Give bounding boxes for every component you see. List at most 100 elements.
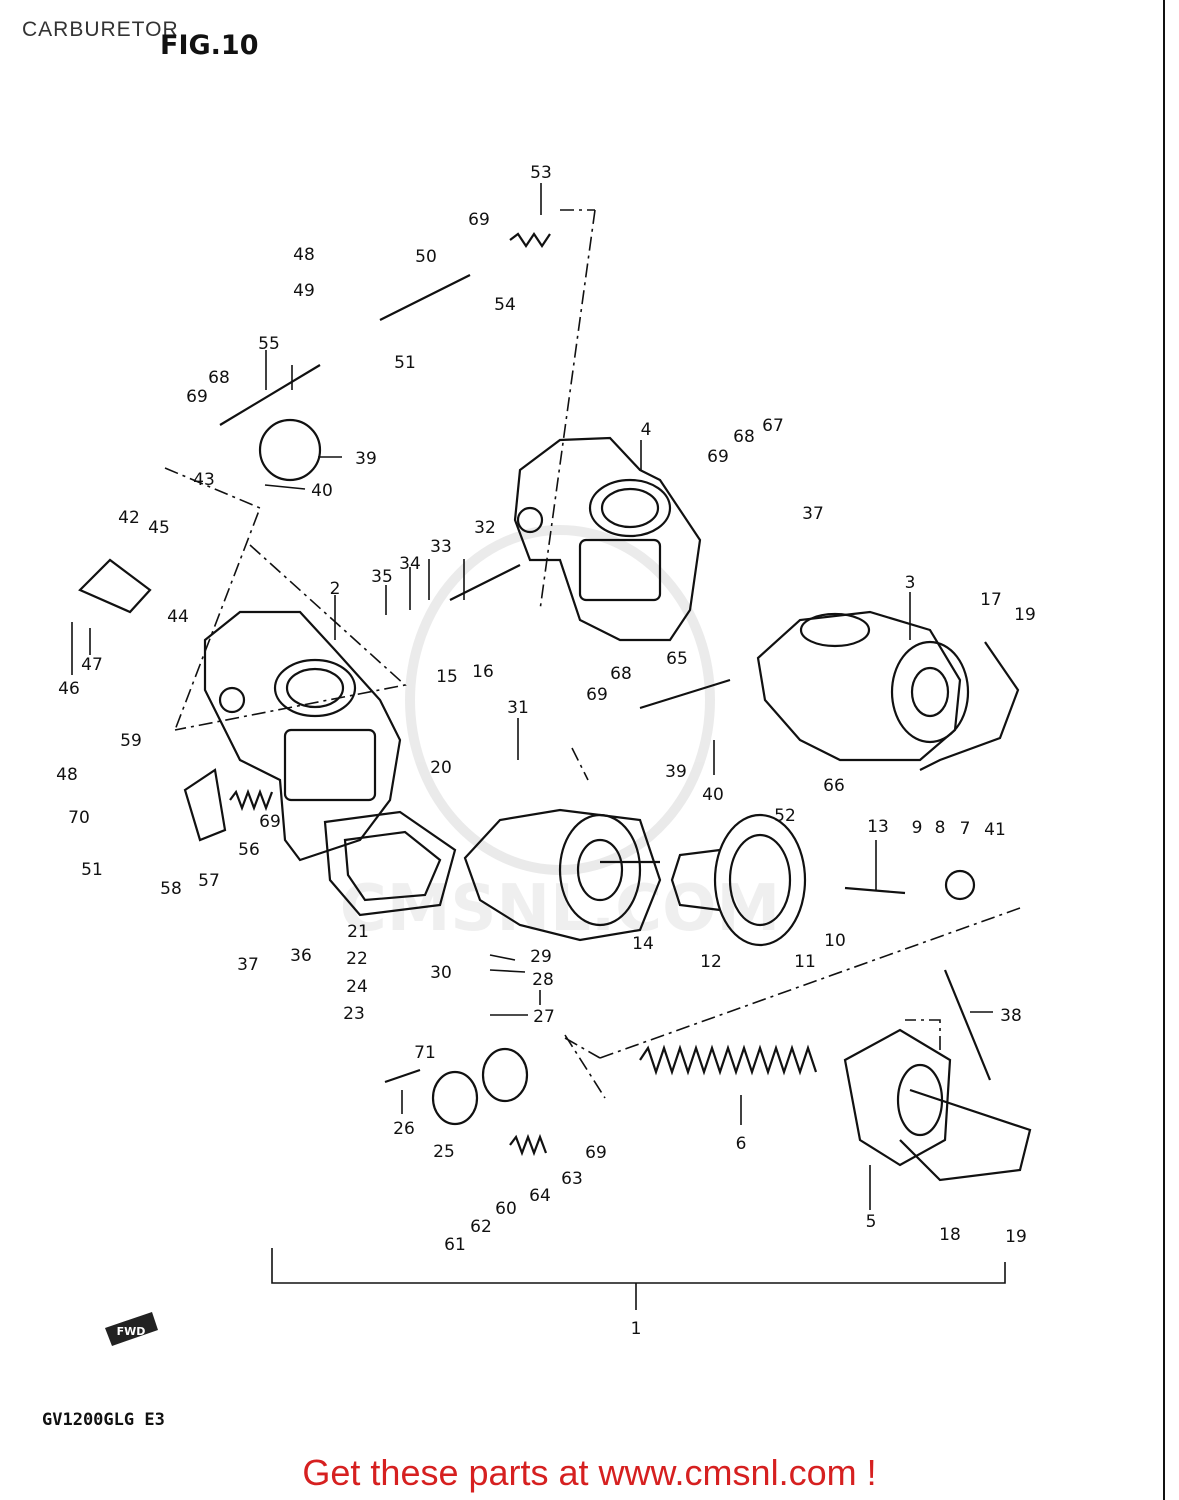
part-callout-10: 10 xyxy=(824,931,846,951)
float-chamber-cover xyxy=(323,810,457,917)
part-callout-4: 4 xyxy=(641,420,652,440)
part-callout-39: 39 xyxy=(355,449,377,469)
part-callout-25: 25 xyxy=(433,1142,455,1162)
part-callout-67: 67 xyxy=(762,416,784,436)
assembly-outline-lines xyxy=(164,209,1021,1099)
part-callout-38: 38 xyxy=(1000,1006,1022,1026)
part-callout-12: 12 xyxy=(700,952,722,972)
part-callout-69: 69 xyxy=(707,447,729,467)
part-callout-5: 5 xyxy=(866,1212,877,1232)
part-callout-1: 1 xyxy=(631,1319,642,1339)
part-callout-2: 2 xyxy=(330,579,341,599)
part-callout-37: 37 xyxy=(802,504,824,524)
part-callout-36: 36 xyxy=(290,946,312,966)
part-callout-19: 19 xyxy=(1005,1227,1027,1247)
part-callout-46: 46 xyxy=(58,679,80,699)
part-callout-6: 6 xyxy=(736,1134,747,1154)
part-callout-8: 8 xyxy=(935,818,946,838)
footer-link-text[interactable]: Get these parts at www.cmsnl.com ! xyxy=(302,1452,877,1493)
part-callout-7: 7 xyxy=(960,819,971,839)
page-title: CARBURETOR xyxy=(22,18,179,41)
part-callout-27: 27 xyxy=(533,1007,555,1027)
part-callout-70: 70 xyxy=(68,808,90,828)
part-callout-49: 49 xyxy=(293,281,315,301)
part-callout-39: 39 xyxy=(665,762,687,782)
part-callout-69: 69 xyxy=(468,210,490,230)
part-callout-61: 61 xyxy=(444,1235,466,1255)
part-callout-29: 29 xyxy=(530,947,552,967)
part-callout-48: 48 xyxy=(293,245,315,265)
part-callout-62: 62 xyxy=(470,1217,492,1237)
assembly-bracket xyxy=(271,1248,1006,1310)
part-callout-55: 55 xyxy=(258,334,280,354)
part-callout-53: 53 xyxy=(530,163,552,183)
piston-diaphragm xyxy=(670,813,807,947)
float-25 xyxy=(431,1047,529,1126)
spring-6 xyxy=(639,1044,818,1076)
part-callout-37: 37 xyxy=(237,955,259,975)
part-callout-68: 68 xyxy=(733,427,755,447)
part-callout-32: 32 xyxy=(474,518,496,538)
fwd-arrow-icon: FWD xyxy=(105,1312,158,1346)
bracket-17 xyxy=(919,641,1020,771)
part-callout-17: 17 xyxy=(980,590,1002,610)
part-callout-45: 45 xyxy=(148,518,170,538)
part-callout-3: 3 xyxy=(905,573,916,593)
small-parts xyxy=(78,232,992,1157)
carburetor-body-2 xyxy=(203,610,402,862)
part-callout-9: 9 xyxy=(912,818,923,838)
part-callout-63: 63 xyxy=(561,1169,583,1189)
part-callout-16: 16 xyxy=(472,662,494,682)
part-callout-47: 47 xyxy=(81,655,103,675)
part-callout-57: 57 xyxy=(198,871,220,891)
part-callout-31: 31 xyxy=(507,698,529,718)
carburetor-body-center xyxy=(463,808,662,942)
fwd-label: FWD xyxy=(117,1325,146,1338)
part-callout-58: 58 xyxy=(160,879,182,899)
part-callout-51: 51 xyxy=(81,860,103,880)
part-callout-21: 21 xyxy=(347,922,369,942)
part-callout-13: 13 xyxy=(867,817,889,837)
bracket-18 xyxy=(899,1088,1032,1182)
part-callout-69: 69 xyxy=(186,387,208,407)
part-callout-33: 33 xyxy=(430,537,452,557)
part-callout-40: 40 xyxy=(311,481,333,501)
part-callout-22: 22 xyxy=(346,949,368,969)
part-callout-48: 48 xyxy=(56,765,78,785)
carburetor-body-3 xyxy=(756,610,970,762)
part-callout-30: 30 xyxy=(430,963,452,983)
part-callout-52: 52 xyxy=(774,806,796,826)
leader-lines xyxy=(71,183,993,1210)
part-callout-20: 20 xyxy=(430,758,452,778)
part-callout-18: 18 xyxy=(939,1225,961,1245)
part-callout-23: 23 xyxy=(343,1004,365,1024)
part-callout-44: 44 xyxy=(167,607,189,627)
part-callout-60: 60 xyxy=(495,1199,517,1219)
part-callout-15: 15 xyxy=(436,667,458,687)
part-callout-66: 66 xyxy=(823,776,845,796)
part-callout-11: 11 xyxy=(794,952,816,972)
part-callout-65: 65 xyxy=(666,649,688,669)
part-callout-51: 51 xyxy=(394,353,416,373)
part-callout-71: 71 xyxy=(414,1043,436,1063)
part-callout-28: 28 xyxy=(532,970,554,990)
part-callout-42: 42 xyxy=(118,508,140,528)
part-callout-26: 26 xyxy=(393,1119,415,1139)
part-callout-24: 24 xyxy=(346,977,368,997)
part-callout-34: 34 xyxy=(399,554,421,574)
part-callout-69: 69 xyxy=(586,685,608,705)
part-callout-54: 54 xyxy=(494,295,516,315)
part-callout-41: 41 xyxy=(984,820,1006,840)
page-border-right xyxy=(1163,0,1165,1500)
part-callout-69: 69 xyxy=(259,812,281,832)
part-callout-69: 69 xyxy=(585,1143,607,1163)
part-callout-68: 68 xyxy=(610,664,632,684)
part-callout-50: 50 xyxy=(415,247,437,267)
part-callout-59: 59 xyxy=(120,731,142,751)
part-callout-14: 14 xyxy=(632,934,654,954)
part-callout-43: 43 xyxy=(193,470,215,490)
part-callout-56: 56 xyxy=(238,840,260,860)
model-code: GV1200GLG E3 xyxy=(42,1410,165,1430)
